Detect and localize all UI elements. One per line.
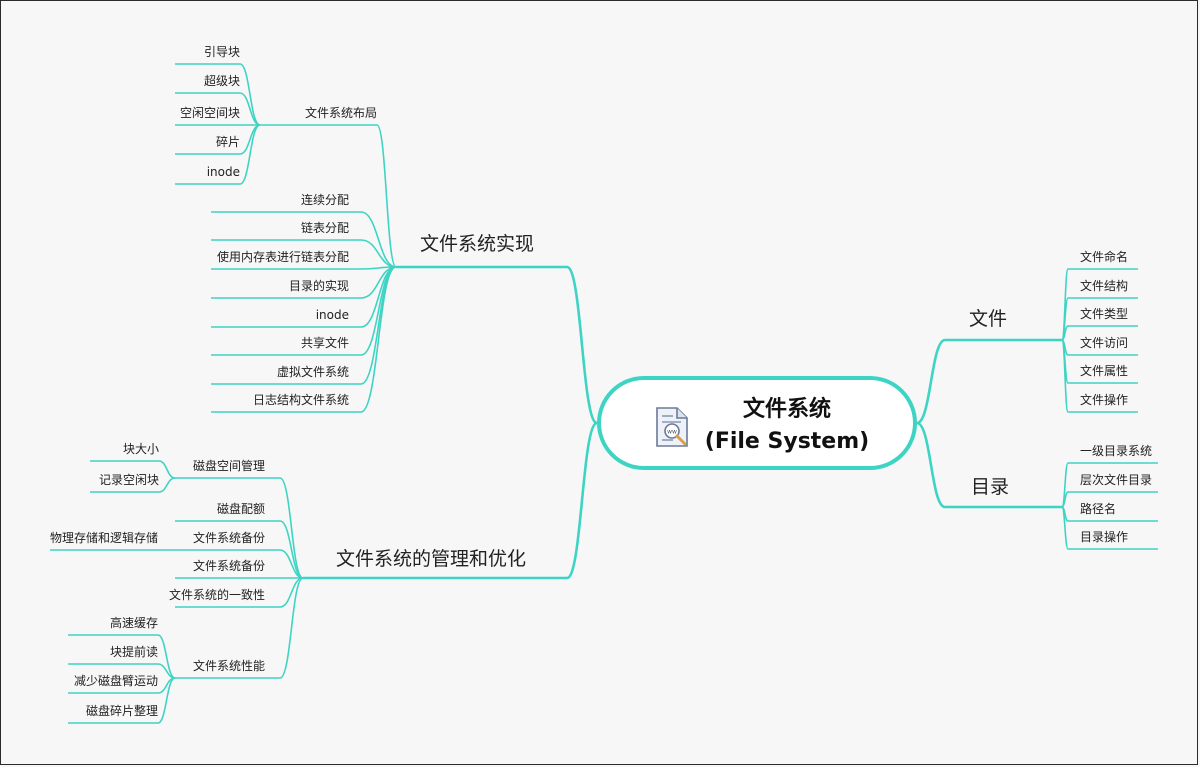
topic-fs-performance[interactable]: 文件系统性能 [192,659,265,673]
leaf-memory-table-allocation[interactable]: 使用内存表进行链表分配 [216,250,349,264]
leaf-contiguous-allocation[interactable]: 连续分配 [300,193,349,207]
svg-text:ww: ww [667,429,677,436]
connector-line [239,124,261,185]
leaf-physical-logical-dump[interactable]: 物理存储和逻辑存储 [49,531,158,545]
leaf-shared-files[interactable]: 共享文件 [300,336,349,350]
central-topic-title: 文件系统 (File System) [697,394,877,458]
connector-line [157,677,176,724]
connector-line [1061,506,1069,550]
leaf-superblock[interactable]: 超级块 [203,74,240,88]
connector-line [565,265,599,425]
connector-line [279,577,304,679]
topic-fs-backup-2[interactable]: 文件系统备份 [192,559,265,573]
connector-line [239,92,261,126]
branch-files[interactable]: 文件 [969,308,1008,330]
leaf-linked-list-allocation[interactable]: 链表分配 [300,221,349,235]
leaf-reduce-arm-motion[interactable]: 减少磁盘臂运动 [73,674,158,688]
topic-fs-consistency[interactable]: 文件系统的一致性 [168,588,265,602]
leaf-file-structure[interactable]: 文件结构 [1080,279,1129,293]
connector-line [157,634,176,679]
branch-directories[interactable]: 目录 [971,476,1010,498]
leaf-virtual-file-system[interactable]: 虚拟文件系统 [276,365,349,379]
leaf-block-size[interactable]: 块大小 [122,442,159,456]
topic-fs-backup[interactable]: 文件系统备份 [192,531,265,545]
leaf-defragmentation[interactable]: 磁盘碎片整理 [85,704,158,718]
connector-line [239,124,261,155]
connector-line [376,124,397,268]
leaf-fragment[interactable]: 碎片 [215,135,240,149]
leaf-cache[interactable]: 高速缓存 [109,616,158,630]
leaf-file-naming[interactable]: 文件命名 [1080,250,1129,264]
leaf-inode[interactable]: inode [315,308,349,322]
connector-line [279,549,304,579]
leaf-hierarchical-directory[interactable]: 层次文件目录 [1080,473,1153,487]
leaf-directory-operations[interactable]: 目录操作 [1080,530,1129,544]
leaf-file-access[interactable]: 文件访问 [1080,336,1129,350]
leaf-block-read-ahead[interactable]: 块提前读 [109,645,158,659]
connector-line [916,421,946,509]
connector-line [1061,339,1069,413]
leaf-log-structured-fs[interactable]: 日志结构文件系统 [252,393,349,407]
leaf-path-name[interactable]: 路径名 [1080,502,1117,516]
leaf-inode-layout[interactable]: inode [206,165,240,179]
connector-line [566,421,598,580]
topic-disk-quota[interactable]: 磁盘配额 [216,502,265,516]
leaf-file-attributes[interactable]: 文件属性 [1080,364,1129,378]
leaf-single-level-directory[interactable]: 一级目录系统 [1080,444,1153,458]
file-search-icon: ww [656,407,688,447]
connector-line [279,520,304,579]
connector-line [158,460,176,479]
topic-fs-layout[interactable]: 文件系统布局 [304,106,377,120]
leaf-free-space-block[interactable]: 空闲空间块 [179,106,240,120]
leaf-free-block-tracking[interactable]: 记录空闲块 [98,473,159,487]
leaf-file-operations[interactable]: 文件操作 [1080,393,1129,407]
connector-line [360,239,397,268]
connector-line [360,266,397,413]
leaf-boot-block[interactable]: 引导块 [203,45,240,59]
connector-line [1061,268,1069,341]
central-topic[interactable]: ww 文件系统 (File System) [597,376,917,470]
branch-fs-implementation[interactable]: 文件系统实现 [420,233,535,255]
leaf-directory-implementation[interactable]: 目录的实现 [288,279,349,293]
topic-disk-space-management[interactable]: 磁盘空间管理 [192,459,265,473]
connector-line [279,477,304,579]
connector-line [916,338,946,425]
connector-line [158,477,176,493]
leaf-file-type[interactable]: 文件类型 [1080,307,1129,321]
branch-fs-management[interactable]: 文件系统的管理和优化 [336,548,527,570]
central-topic-line2: (File System) [704,429,870,454]
central-topic-line1: 文件系统 [742,397,831,422]
